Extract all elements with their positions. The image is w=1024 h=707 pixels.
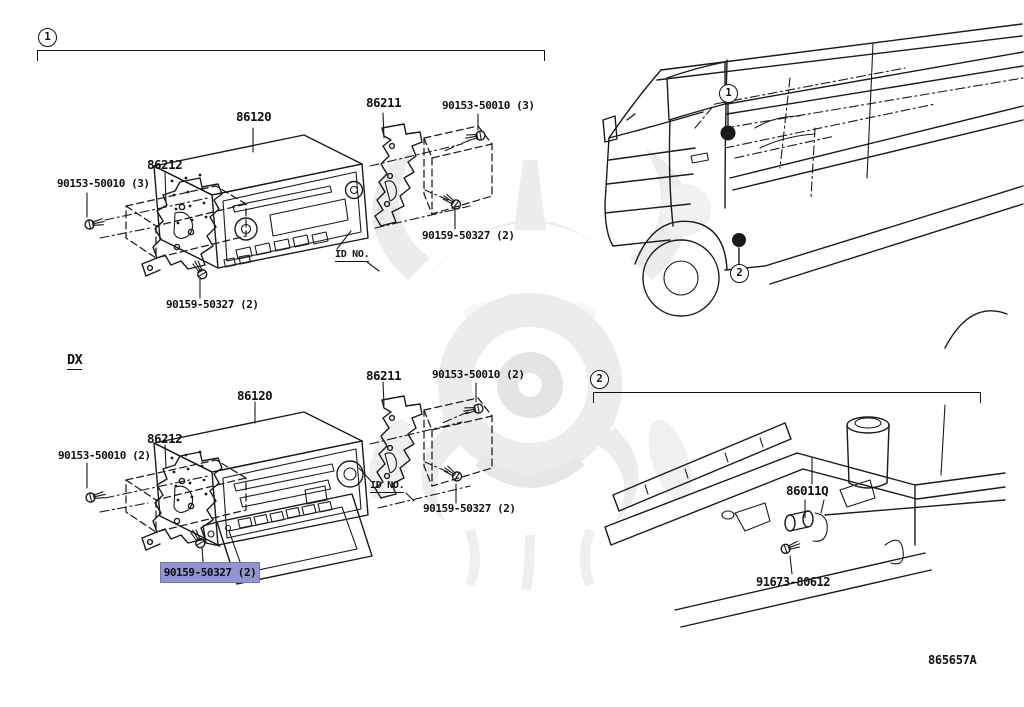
vehicle-location-view [602, 23, 1024, 349]
section-1-number: 1 [44, 31, 51, 44]
label-bracket-86211-dx: 86211 [366, 368, 402, 383]
highlighted-part-number-90159-50327[interactable]: 90159-50327 (2) [160, 562, 260, 583]
label-screw-right-top-dx: 90153-50010 (2) [432, 368, 525, 381]
label-screw-91673-80612: 91673-80612 [756, 575, 830, 589]
exploded-diagram-standard [83, 112, 493, 299]
section-1-marker: 1 [38, 28, 57, 47]
vehicle-callout-2: 2 [730, 264, 749, 283]
label-id-no-dx: ID NO. [370, 480, 405, 493]
variant-label-dx: DX [67, 352, 83, 370]
label-screw-right-bottom-dx: 90159-50327 (2) [423, 502, 516, 515]
label-screw-left-top: 90153-50010 (3) [57, 177, 150, 190]
label-screw-right-top: 90153-50010 (3) [442, 99, 535, 112]
section-2-marker: 2 [590, 370, 609, 389]
label-screw-right-bottom-top: 90159-50327 (2) [422, 229, 515, 242]
engine-detail-view [604, 404, 1006, 628]
section-2-number: 2 [596, 373, 603, 386]
exploded-diagram-dx [84, 381, 493, 585]
vehicle-callout-2-number: 2 [736, 267, 743, 280]
label-bracket-86211-top: 86211 [366, 95, 402, 110]
label-bracket-86212-top: 86212 [147, 157, 183, 172]
vehicle-callout-1: 1 [719, 84, 738, 103]
label-part-86011q: 86011Q [786, 483, 829, 498]
figure-code: 865657A [928, 653, 977, 667]
label-screw-bottom-top: 90159-50327 (2) [166, 298, 259, 311]
label-screw-left-dx: 90153-50010 (2) [58, 449, 151, 462]
vehicle-callout-1-number: 1 [725, 87, 732, 100]
label-bracket-86212-dx: 86212 [147, 431, 183, 446]
highlighted-part-number-text: 90159-50327 (2) [163, 566, 257, 579]
section-2-bracket-line [593, 392, 981, 403]
label-radio-86120-top: 86120 [236, 109, 272, 124]
section-1-bracket-line [37, 50, 545, 61]
label-id-no-top: ID NO. [335, 249, 370, 262]
label-radio-86120-dx: 86120 [237, 388, 273, 403]
